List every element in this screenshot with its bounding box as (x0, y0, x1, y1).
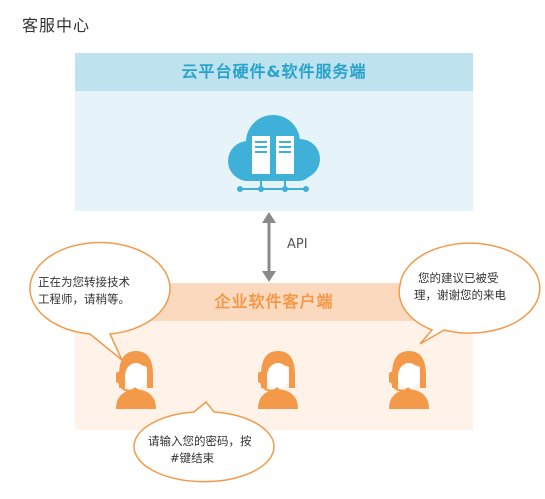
bubble-bottom-line2: #键结束 (170, 451, 215, 465)
bubble-left-text: 正在为您转接技术 工程师，请稍等。 (38, 274, 130, 308)
bubble-bottom-line1: 请输入您的密码，按 (148, 434, 252, 448)
bubble-bottom-text: 请输入您的密码，按 #键结束 (148, 433, 252, 467)
cloud-server-icon (228, 115, 320, 192)
double-arrow-icon (262, 212, 276, 282)
bubble-right-text: 您的建议已被受 理，谢谢您的来电 (414, 270, 506, 304)
bubble-left-shape (29, 241, 171, 361)
bubble-bottom-shape (133, 400, 275, 483)
cloud-header: 云平台硬件&软件服务端 (75, 53, 473, 91)
bubble-right-shape (398, 242, 541, 345)
bubble-right-line1: 您的建议已被受 (418, 271, 499, 285)
bubble-left-line2: 工程师，请稍等。 (38, 292, 130, 306)
page-title: 客服中心 (22, 16, 91, 35)
agent-middle-icon (258, 351, 298, 409)
agent-right-icon (389, 351, 429, 409)
agent-left-icon (116, 351, 156, 409)
bubble-right-line2: 理，谢谢您的来电 (414, 288, 506, 302)
bubble-left-line1: 正在为您转接技术 (38, 275, 130, 289)
api-label: API (287, 237, 308, 252)
cloud-panel: 云平台硬件&软件服务端 (75, 53, 473, 211)
